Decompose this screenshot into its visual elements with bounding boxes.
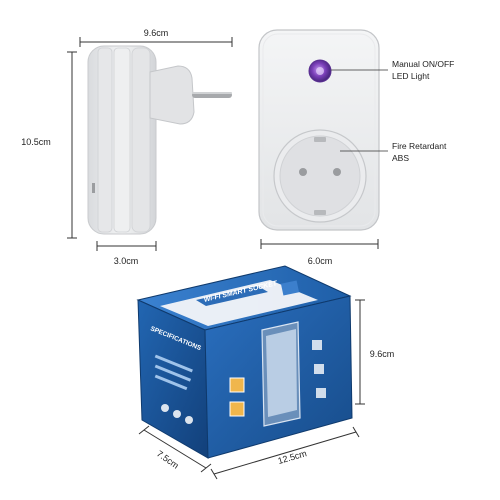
plug-side-view [87, 45, 232, 235]
height-label: 10.5cm [21, 137, 51, 147]
abs-callout: Fire Retardant ABS [340, 141, 447, 163]
abs-callout-line1: Fire Retardant [392, 141, 447, 151]
side-width-label: 9.6cm [144, 28, 169, 38]
depth-label: 3.0cm [114, 256, 139, 266]
led-callout-line2: LED Light [392, 71, 430, 81]
depth-dimension: 3.0cm [96, 241, 157, 266]
box-length-label: 12.5cm [277, 448, 308, 466]
height-dimension: 10.5cm [21, 51, 77, 239]
box-depth-label: 7.5cm [155, 448, 181, 470]
side-width-dimension: 9.6cm [79, 28, 233, 47]
led-callout: Manual ON/OFF LED Light [331, 59, 454, 81]
packaging-box: WI-FI SMART SOCKET SPECIFICATIONS [136, 265, 353, 459]
front-width-dimension: 6.0cm [260, 239, 379, 266]
front-width-label: 6.0cm [308, 256, 333, 266]
abs-callout-line2: ABS [392, 153, 409, 163]
led-callout-line1: Manual ON/OFF [392, 59, 454, 69]
plug-front-view [258, 29, 380, 231]
box-height-dimension: 9.6cm [355, 299, 395, 405]
box-height-label: 9.6cm [370, 349, 395, 359]
